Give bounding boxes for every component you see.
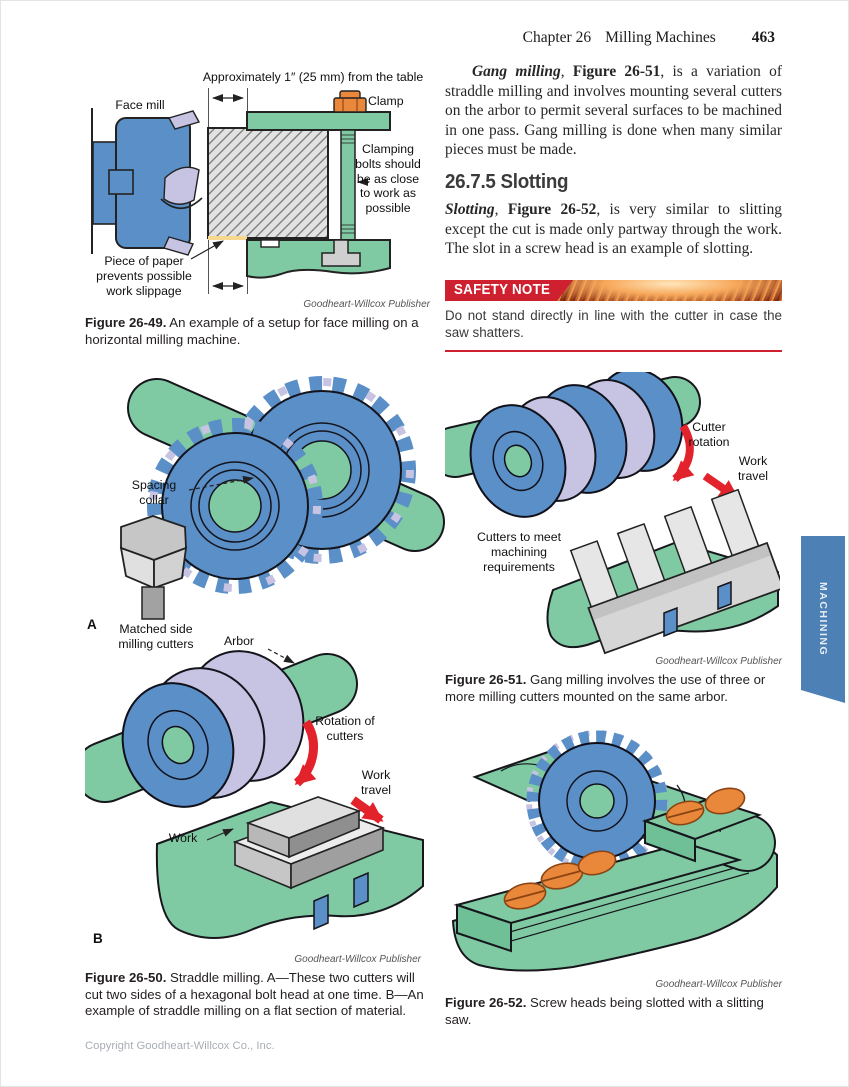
figure-26-51: Cutter rotation Work travel Cutters to m… xyxy=(445,372,782,705)
figure-26-49: Approximately 1″ (25 mm) from the table … xyxy=(85,68,430,348)
page-number: 463 xyxy=(751,29,775,46)
safety-note: SAFETY NOTE Do not stand directly in lin… xyxy=(445,280,782,352)
section-heading-slotting: 26.7.5 Slotting xyxy=(445,171,569,193)
chapter-label: Chapter 26 xyxy=(522,29,592,46)
safety-note-banner: SAFETY NOTE xyxy=(445,280,782,301)
fig51-art: Cutter rotation Work travel Cutters to m… xyxy=(445,372,782,655)
fig50-credit: Goodheart-Willcox Publisher xyxy=(294,954,421,965)
label-rotation-of-cutters: Rotation of cutters xyxy=(315,714,375,743)
paragraph-slotting: Slotting, Figure 26-52, is very similar … xyxy=(445,200,782,259)
label-face-mill: Face mill xyxy=(115,98,165,112)
fig49-caption: Figure 26-49. An example of a setup for … xyxy=(85,315,419,347)
label-approx-distance: Approximately 1″ (25 mm) from the table xyxy=(202,70,424,84)
label-arbor: Arbor xyxy=(223,634,255,648)
text-run: , xyxy=(494,201,508,218)
label-matched-cutters: Matched side milling cutters xyxy=(118,622,194,651)
term-slotting: Slotting xyxy=(445,201,495,218)
label-piece-of-paper: Piece of paper prevents possible work sl… xyxy=(96,254,192,298)
label-spacing-collar: Spacing collar xyxy=(131,478,177,507)
fig51-caption: Figure 26-51. Gang milling involves the … xyxy=(445,672,766,704)
label-work: Work xyxy=(168,831,198,845)
fig51-illustration xyxy=(445,372,780,655)
fig49-art: Approximately 1″ (25 mm) from the table … xyxy=(85,68,430,298)
text-run: , xyxy=(560,63,573,80)
fig49-illustration xyxy=(91,88,391,294)
text-run: , is a variation of straddle milling and… xyxy=(445,63,782,159)
fig50-art: Spacing collar Matched side milling cutt… xyxy=(85,370,445,953)
fig50-caption: Figure 26-50. Straddle milling. A—These … xyxy=(85,970,424,1019)
fig52-credit: Goodheart-Willcox Publisher xyxy=(655,979,782,990)
figure-52-reference: Figure 26-52 xyxy=(507,201,597,218)
text-run: , is very similar to slitting except the… xyxy=(445,201,782,258)
fig52-caption: Figure 26-52. Screw heads being slotted … xyxy=(445,995,764,1027)
label-clamp: Clamp xyxy=(368,94,404,108)
label-cutter-rotation: Cutter rotation xyxy=(688,420,730,449)
fig50-illustration xyxy=(85,376,445,939)
label-cutters-requirements: Cutters to meet machining requirements xyxy=(476,530,562,574)
fig51-credit: Goodheart-Willcox Publisher xyxy=(655,656,782,667)
figure-51-reference: Figure 26-51 xyxy=(572,63,661,80)
safety-note-title: SAFETY NOTE xyxy=(445,280,573,301)
safety-note-rule xyxy=(445,349,782,352)
fig52-illustration xyxy=(451,730,778,972)
machining-tab-label: MACHINING xyxy=(817,582,829,657)
term-gang-milling: Gang milling xyxy=(472,63,561,80)
safety-note-text: Do not stand directly in line with the c… xyxy=(445,308,782,340)
copyright-notice: Copyright Goodheart-Willcox Co., Inc. xyxy=(85,1040,275,1052)
figure-26-50: Spacing collar Matched side milling cutt… xyxy=(85,370,445,1020)
label-part-b: B xyxy=(93,931,103,946)
fig49-credit: Goodheart-Willcox Publisher xyxy=(303,299,430,310)
paragraph-gang-milling: Gang milling, Figure 26-51, is a variati… xyxy=(445,62,782,160)
machining-side-tab: MACHINING xyxy=(801,536,845,703)
chapter-title: Milling Machines xyxy=(605,29,716,46)
label-part-a: A xyxy=(87,617,97,632)
figure-26-52: Goodheart-Willcox Publisher Figure 26-52… xyxy=(445,713,782,1028)
label-work-travel-b: Work travel xyxy=(360,768,392,797)
page-header: Chapter 26 Milling Machines 463 xyxy=(0,29,775,47)
label-work-travel: Work travel xyxy=(737,454,769,483)
fig52-art xyxy=(445,713,782,978)
label-clamping-bolts: Clamping bolts should be as close to wor… xyxy=(355,142,421,216)
